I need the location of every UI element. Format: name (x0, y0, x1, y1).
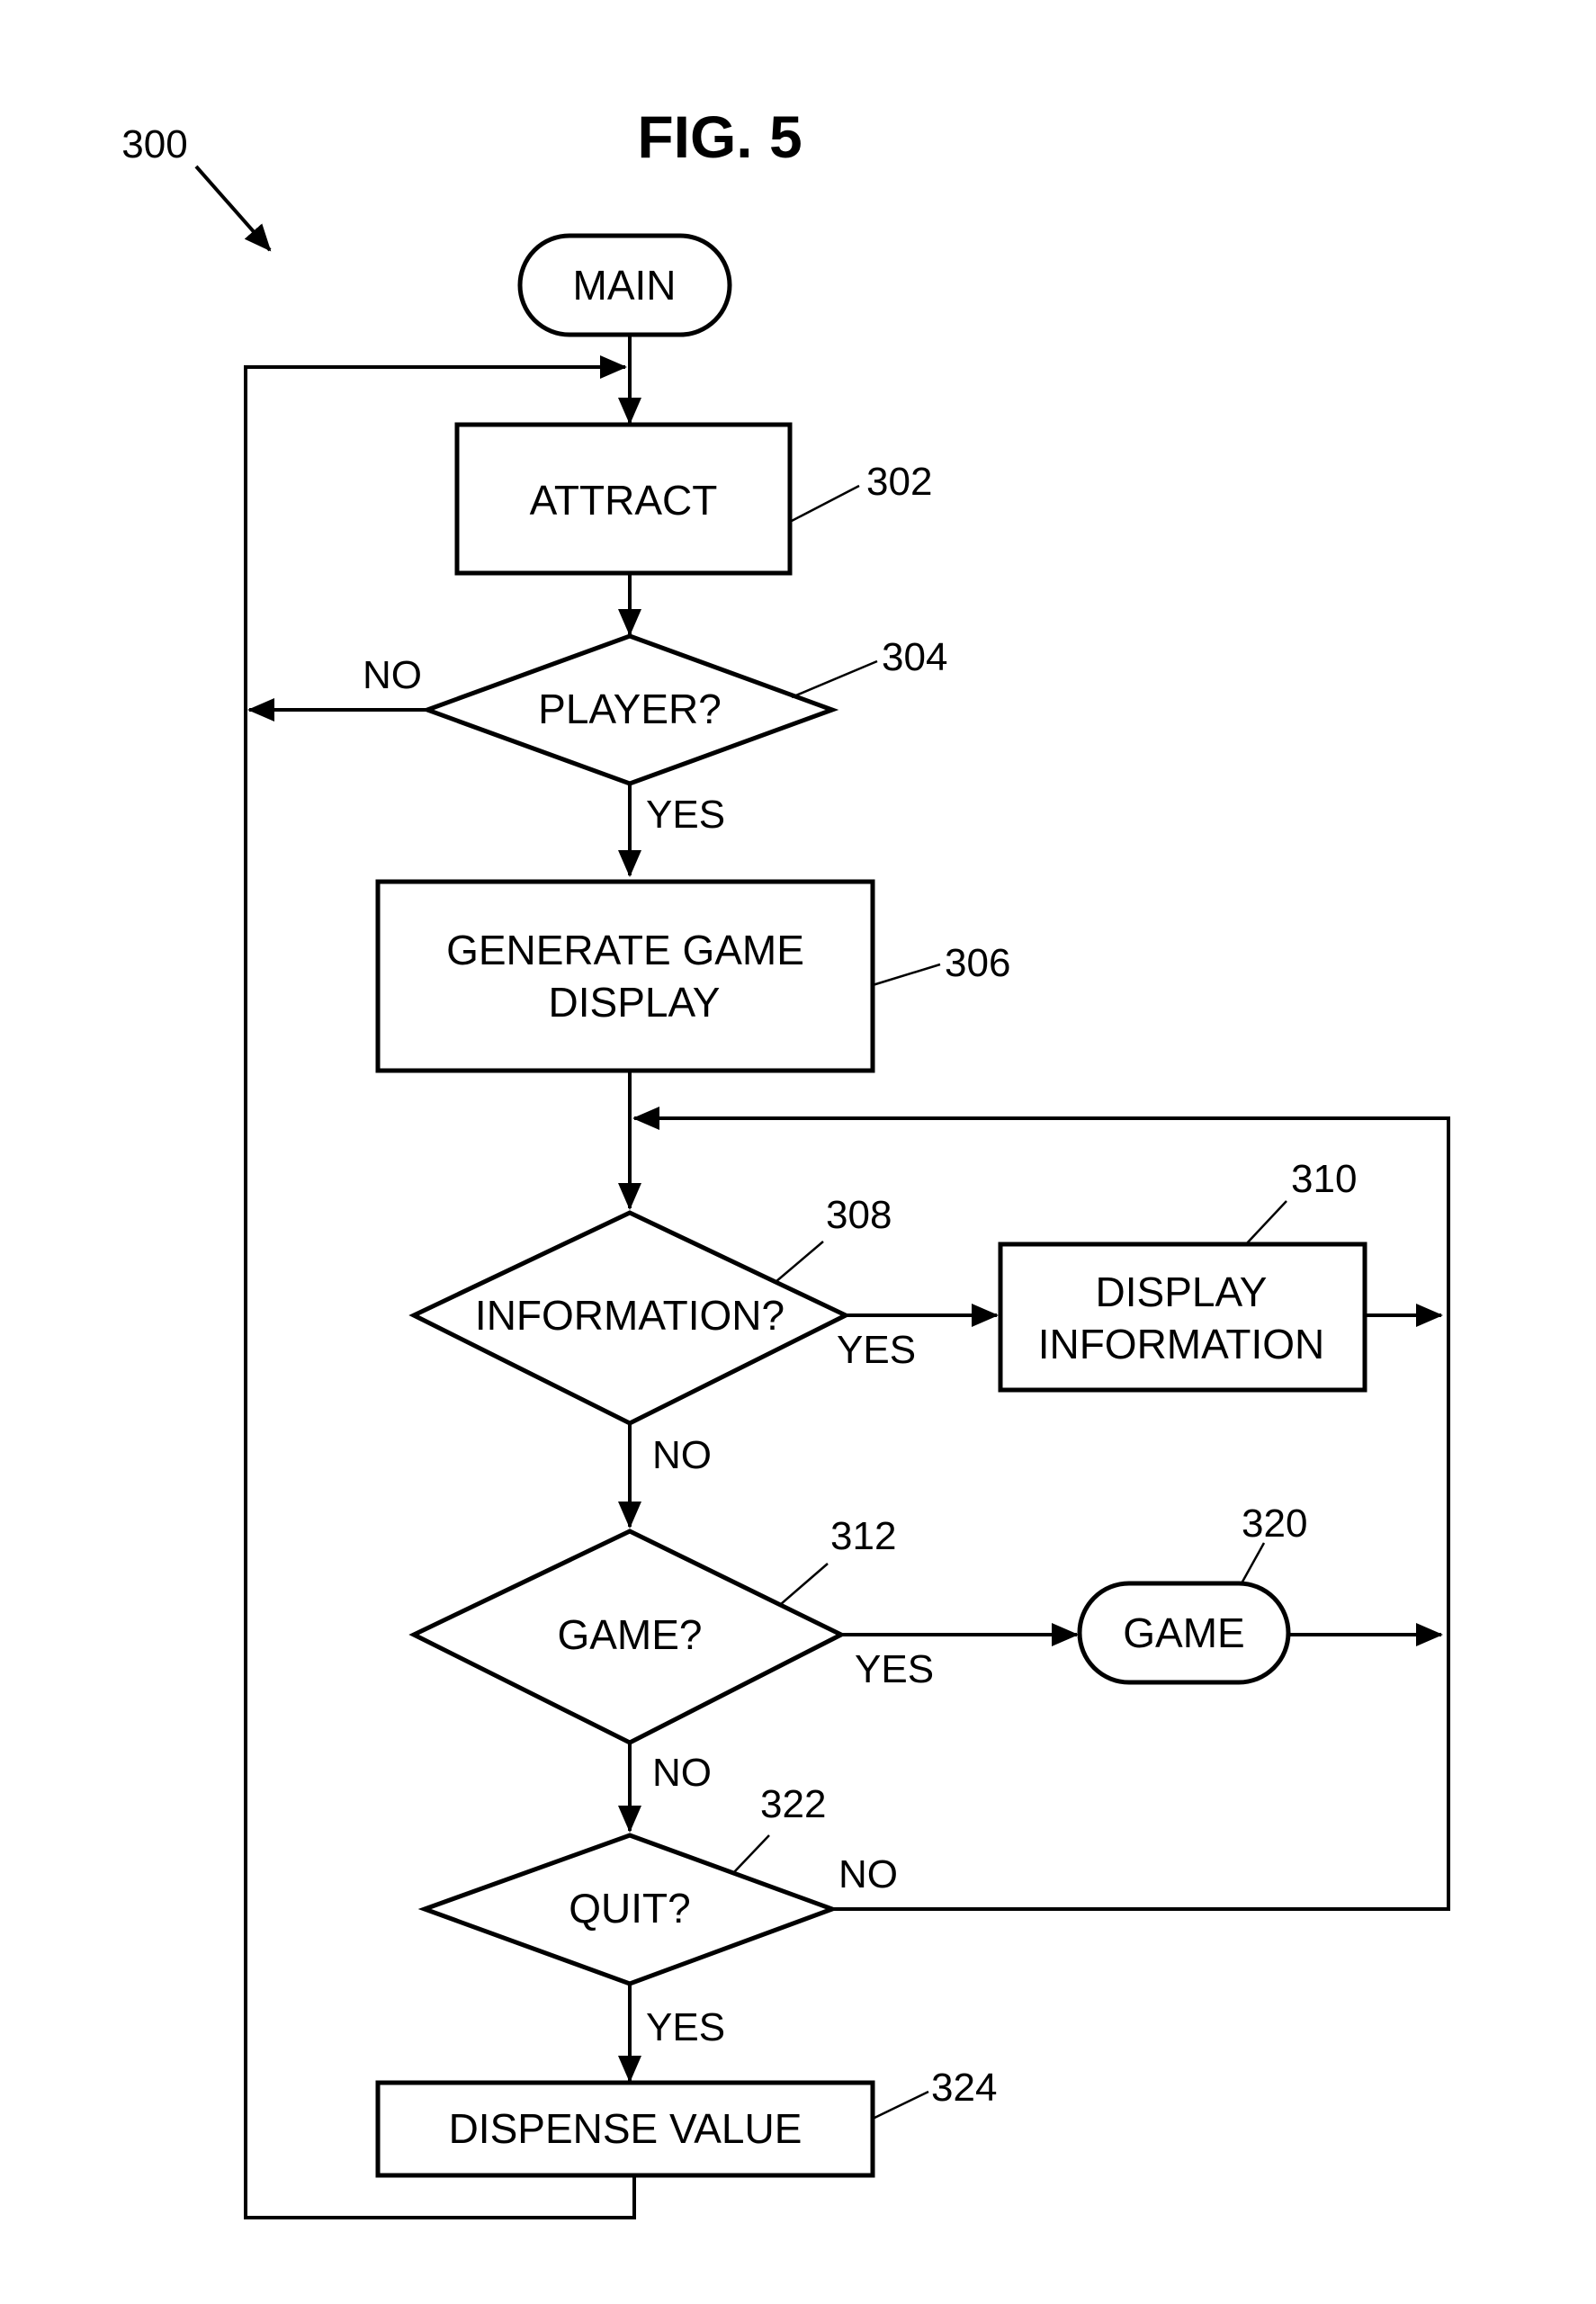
display-information-line1: DISPLAY (1096, 1269, 1268, 1315)
loop-quit-no-to-information (634, 1118, 1448, 1909)
game-decision-ref-leader (781, 1564, 828, 1604)
quit-yes-label: YES (646, 2005, 725, 2049)
information-ref-label: 308 (826, 1193, 892, 1237)
player-ref-label: 304 (882, 635, 947, 679)
attract-ref-leader (790, 486, 859, 522)
generate-ref-label: 306 (945, 941, 1010, 985)
figure-title: FIG. 5 (637, 103, 802, 170)
information-ref-leader (776, 1242, 823, 1282)
dispense-ref-label: 324 (931, 2066, 997, 2110)
quit-ref-label: 322 (760, 1782, 826, 1826)
main-terminal-label: MAIN (573, 262, 677, 309)
display-information-process (1000, 1244, 1365, 1390)
game-decision-ref-label: 312 (830, 1514, 896, 1558)
player-yes-label: YES (646, 793, 725, 837)
figure-ref-arrow (196, 166, 270, 250)
attract-process-label: ATTRACT (530, 477, 718, 524)
display-information-ref-label: 310 (1291, 1157, 1357, 1201)
quit-no-label: NO (838, 1852, 898, 1896)
game-terminal-ref-leader (1242, 1543, 1264, 1583)
generate-display-line2: DISPLAY (549, 979, 721, 1026)
quit-decision-label: QUIT? (569, 1885, 690, 1932)
dispense-ref-leader (873, 2092, 928, 2119)
game-decision-label: GAME? (557, 1611, 702, 1658)
dispense-value-label: DISPENSE VALUE (449, 2105, 802, 2152)
generate-display-process (378, 882, 873, 1071)
display-information-ref-leader (1246, 1201, 1287, 1244)
quit-ref-leader (733, 1835, 769, 1873)
game-terminal-ref-label: 320 (1242, 1502, 1307, 1546)
display-information-line2: INFORMATION (1038, 1321, 1325, 1367)
game-terminal-label: GAME (1123, 1609, 1244, 1656)
player-no-label: NO (363, 653, 422, 697)
information-yes-label: YES (837, 1328, 916, 1372)
information-decision-label: INFORMATION? (475, 1292, 785, 1339)
game-yes-label: YES (855, 1647, 934, 1691)
information-no-label: NO (652, 1433, 712, 1477)
figure-ref-label: 300 (121, 122, 187, 166)
attract-ref-label: 302 (866, 460, 932, 504)
player-decision-label: PLAYER? (538, 686, 722, 732)
generate-ref-leader (873, 964, 940, 985)
generate-display-line1: GENERATE GAME (446, 927, 804, 973)
player-ref-leader (792, 661, 877, 697)
game-no-label: NO (652, 1751, 712, 1795)
